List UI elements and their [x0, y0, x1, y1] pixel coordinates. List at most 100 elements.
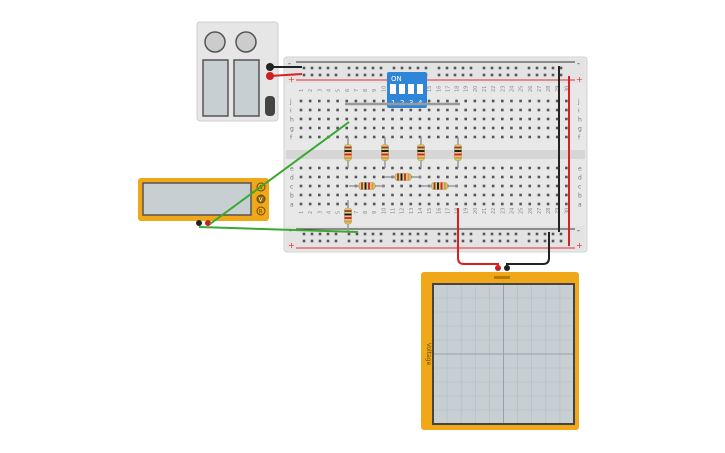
rail-hole[interactable]	[437, 73, 441, 77]
breadboard-hole[interactable]	[427, 99, 431, 103]
breadboard-hole[interactable]	[382, 202, 385, 206]
breadboard-hole[interactable]	[565, 117, 568, 121]
rail-hole[interactable]	[347, 66, 351, 70]
breadboard-hole[interactable]	[528, 108, 532, 112]
breadboard-hole[interactable]	[519, 193, 522, 197]
breadboard-hole[interactable]	[455, 135, 458, 139]
rail-hole[interactable]	[490, 239, 494, 243]
rail-hole[interactable]	[527, 66, 531, 70]
breadboard-hole[interactable]	[308, 135, 312, 139]
breadboard-hole[interactable]	[336, 184, 339, 188]
breadboard-holes[interactable]	[299, 66, 568, 243]
breadboard-hole[interactable]	[555, 166, 559, 170]
breadboard-hole[interactable]	[354, 166, 358, 170]
dip-lever-2[interactable]	[399, 84, 405, 94]
breadboard-hole[interactable]	[455, 193, 458, 197]
rail-hole[interactable]	[334, 239, 338, 243]
breadboard-hole[interactable]	[510, 108, 513, 112]
rail-hole[interactable]	[379, 73, 383, 77]
rail-hole[interactable]	[416, 232, 420, 236]
breadboard-hole[interactable]	[382, 135, 385, 139]
breadboard-hole[interactable]	[363, 166, 367, 170]
rail-hole[interactable]	[453, 232, 457, 236]
rail-hole[interactable]	[334, 66, 338, 70]
rail-hole[interactable]	[527, 239, 531, 243]
breadboard-hole[interactable]	[464, 202, 467, 206]
rail-hole[interactable]	[469, 239, 473, 243]
breadboard-hole[interactable]	[464, 135, 467, 139]
breadboard-hole[interactable]	[382, 99, 385, 103]
rail-hole[interactable]	[535, 73, 539, 77]
rail-hole[interactable]	[461, 232, 465, 236]
breadboard-hole[interactable]	[455, 117, 458, 121]
breadboard-hole[interactable]	[473, 193, 477, 197]
breadboard-hole[interactable]	[409, 166, 413, 170]
breadboard-hole[interactable]	[327, 175, 330, 179]
multimeter-probe-positive[interactable]	[205, 220, 211, 226]
breadboard-hole[interactable]	[473, 108, 477, 112]
breadboard-hole[interactable]	[391, 108, 394, 112]
breadboard-hole[interactable]	[391, 184, 394, 188]
breadboard-hole[interactable]	[436, 135, 440, 139]
breadboard-hole[interactable]	[318, 135, 321, 139]
breadboard-hole[interactable]	[491, 166, 495, 170]
rail-hole[interactable]	[379, 232, 383, 236]
breadboard-hole[interactable]	[555, 99, 559, 103]
breadboard-hole[interactable]	[400, 166, 403, 170]
breadboard-hole[interactable]	[482, 99, 486, 103]
breadboard-hole[interactable]	[308, 193, 312, 197]
rail-hole[interactable]	[469, 66, 473, 70]
breadboard-hole[interactable]	[418, 108, 422, 112]
breadboard-hole[interactable]	[436, 193, 440, 197]
breadboard-hole[interactable]	[464, 108, 467, 112]
breadboard-hole[interactable]	[400, 202, 403, 206]
breadboard-hole[interactable]	[391, 193, 394, 197]
breadboard-hole[interactable]	[537, 126, 541, 130]
rail-hole[interactable]	[408, 239, 412, 243]
rail-hole[interactable]	[363, 73, 367, 77]
breadboard-hole[interactable]	[400, 135, 403, 139]
rail-hole[interactable]	[363, 66, 367, 70]
breadboard-hole[interactable]	[391, 202, 394, 206]
breadboard-hole[interactable]	[299, 108, 303, 112]
breadboard-hole[interactable]	[446, 108, 449, 112]
rail-hole[interactable]	[527, 73, 531, 77]
oscilloscope[interactable]: Voltage	[421, 265, 579, 430]
breadboard-hole[interactable]	[372, 126, 376, 130]
breadboard-hole[interactable]	[491, 126, 495, 130]
rail-hole[interactable]	[392, 232, 396, 236]
rail-hole[interactable]	[506, 73, 510, 77]
rail-hole[interactable]	[408, 232, 412, 236]
breadboard-hole[interactable]	[418, 184, 422, 188]
rail-hole[interactable]	[334, 73, 338, 77]
breadboard-hole[interactable]	[400, 117, 403, 121]
rail-hole[interactable]	[461, 66, 465, 70]
breadboard-hole[interactable]	[455, 126, 458, 130]
breadboard-hole[interactable]	[565, 193, 568, 197]
breadboard-hole[interactable]	[327, 108, 330, 112]
breadboard-hole[interactable]	[382, 175, 385, 179]
rail-hole[interactable]	[302, 66, 306, 70]
breadboard-hole[interactable]	[418, 135, 422, 139]
breadboard-hole[interactable]	[299, 126, 303, 130]
breadboard-hole[interactable]	[308, 202, 312, 206]
breadboard-hole[interactable]	[446, 175, 449, 179]
resistor-5[interactable]	[349, 182, 385, 190]
voltage-knob[interactable]	[204, 31, 226, 53]
breadboard-hole[interactable]	[400, 193, 403, 197]
rail-hole[interactable]	[363, 239, 367, 243]
rail-hole[interactable]	[514, 66, 518, 70]
breadboard-hole[interactable]	[546, 126, 550, 130]
breadboard-hole[interactable]	[336, 202, 339, 206]
rail-hole[interactable]	[482, 232, 486, 236]
rail-hole[interactable]	[347, 73, 351, 77]
breadboard-hole[interactable]	[363, 175, 367, 179]
breadboard-hole[interactable]	[354, 99, 358, 103]
rail-hole[interactable]	[559, 232, 563, 236]
breadboard-hole[interactable]	[510, 135, 513, 139]
breadboard-hole[interactable]	[464, 166, 467, 170]
breadboard-hole[interactable]	[418, 166, 422, 170]
breadboard-hole[interactable]	[409, 184, 413, 188]
breadboard-hole[interactable]	[482, 126, 486, 130]
breadboard-hole[interactable]	[546, 117, 550, 121]
